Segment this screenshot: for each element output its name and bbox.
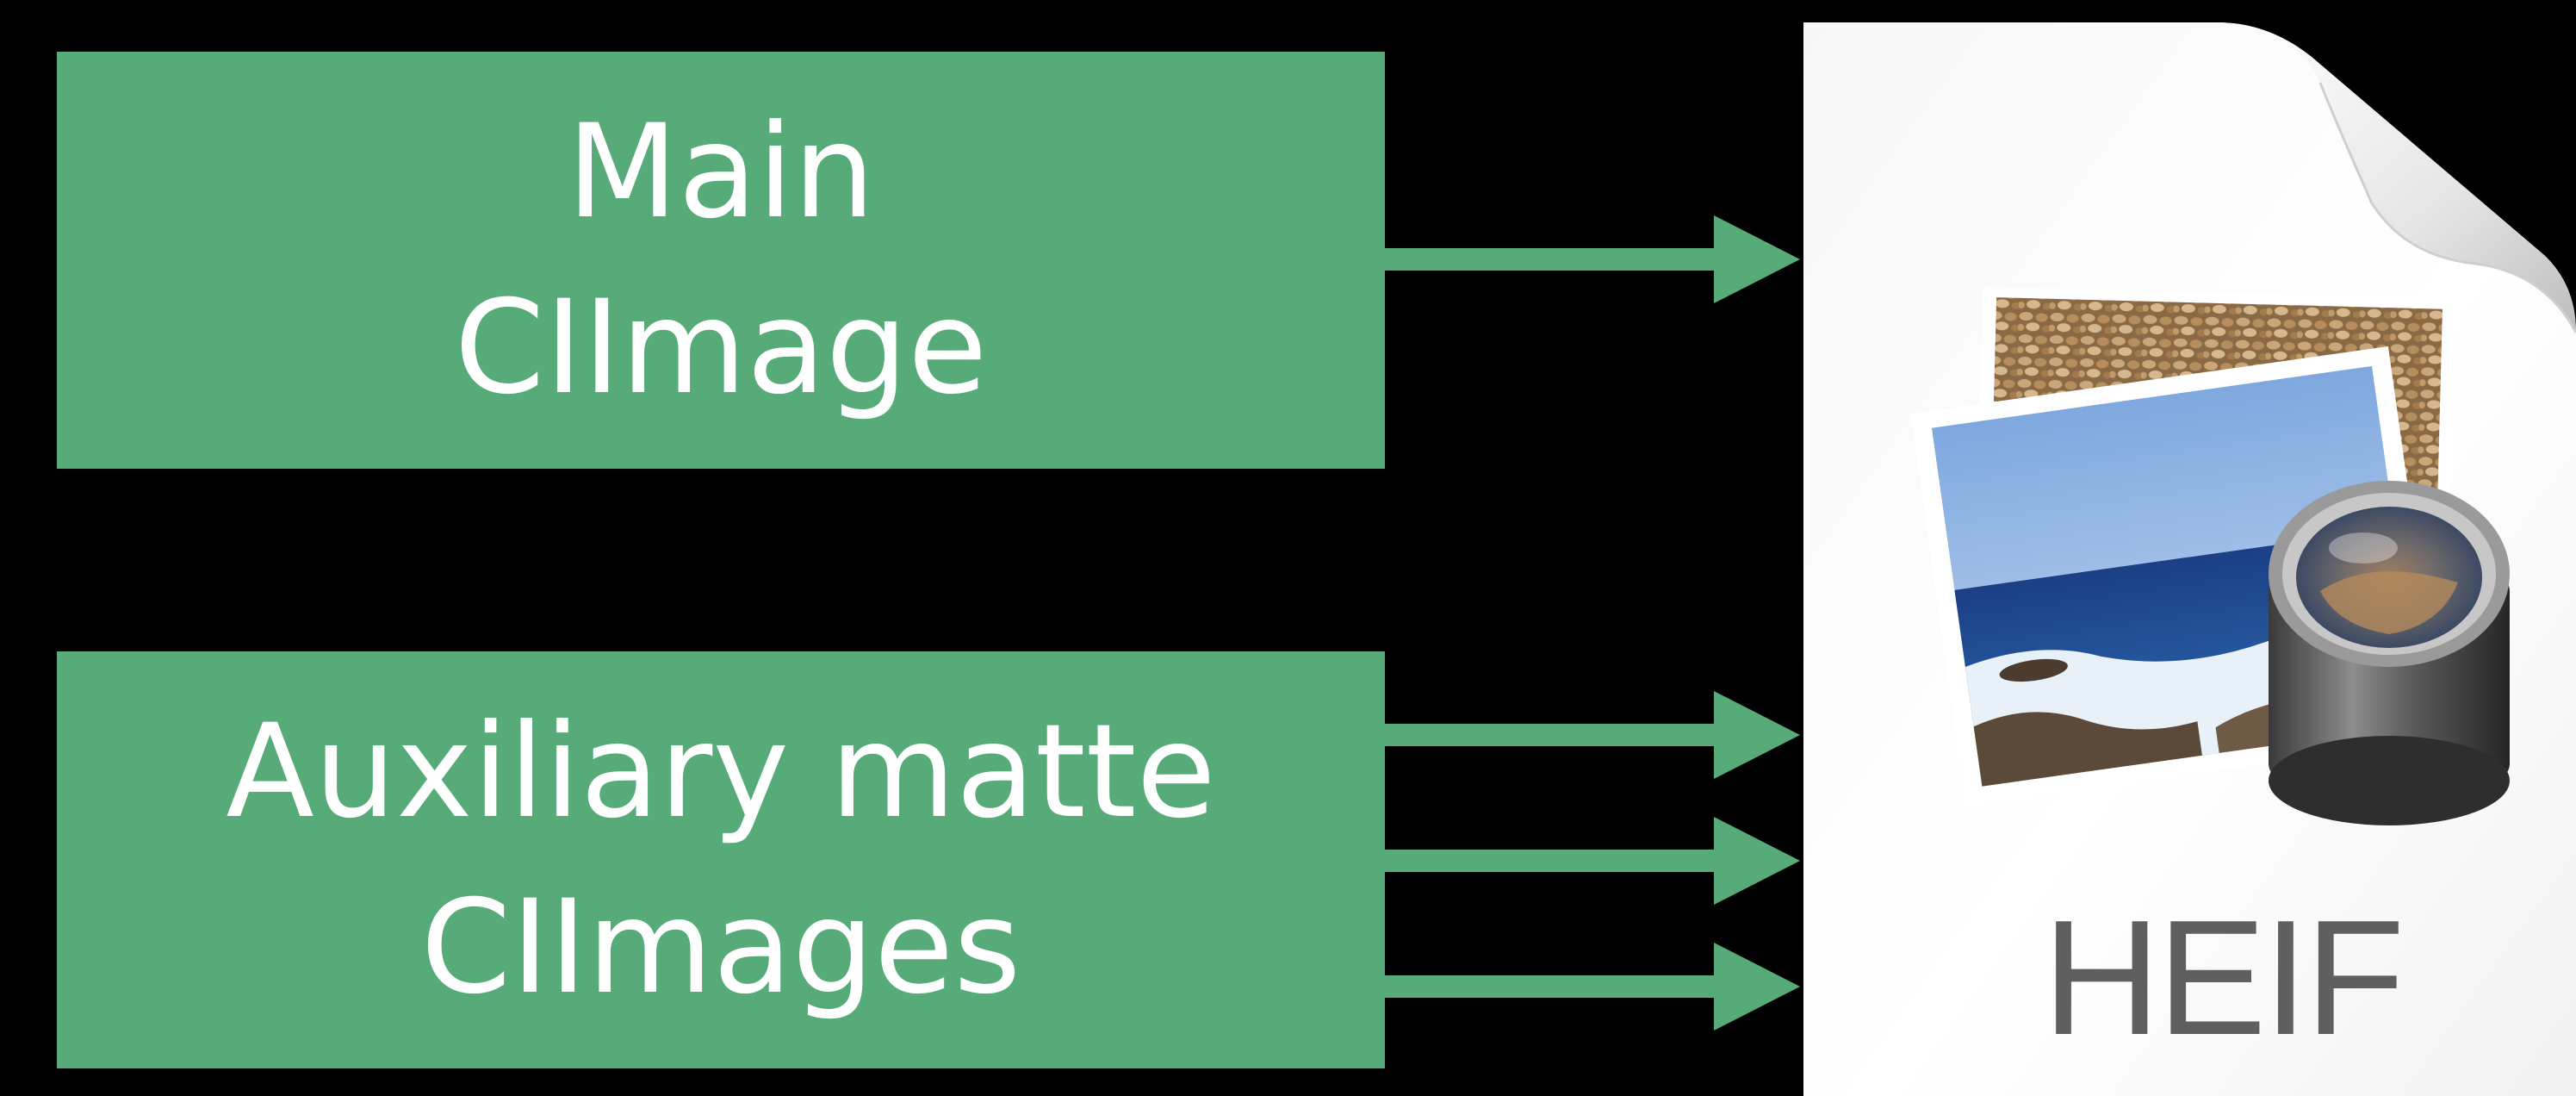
heif-label: HEIF [2042,887,2405,1069]
arrow-main-to-heif [1385,215,1800,303]
heif-document-icon [1803,22,2576,1096]
main-ciimage-box: Main CIImage [57,52,1385,469]
arrow-aux-1-to-heif [1385,691,1800,779]
aux-box-line-2: CIImages [420,873,1021,1023]
arrow-aux-3-to-heif [1385,943,1800,1031]
main-box-line-2: CIImage [454,273,988,423]
document-page-icon [1803,22,2576,1096]
auxiliary-matte-box: Auxiliary matte CIImages [57,651,1385,1068]
main-box-line-1: Main [566,97,876,247]
loupe [2269,481,2510,825]
aux-box-line-1: Auxiliary matte [226,697,1216,847]
arrow-aux-2-to-heif [1385,817,1800,905]
